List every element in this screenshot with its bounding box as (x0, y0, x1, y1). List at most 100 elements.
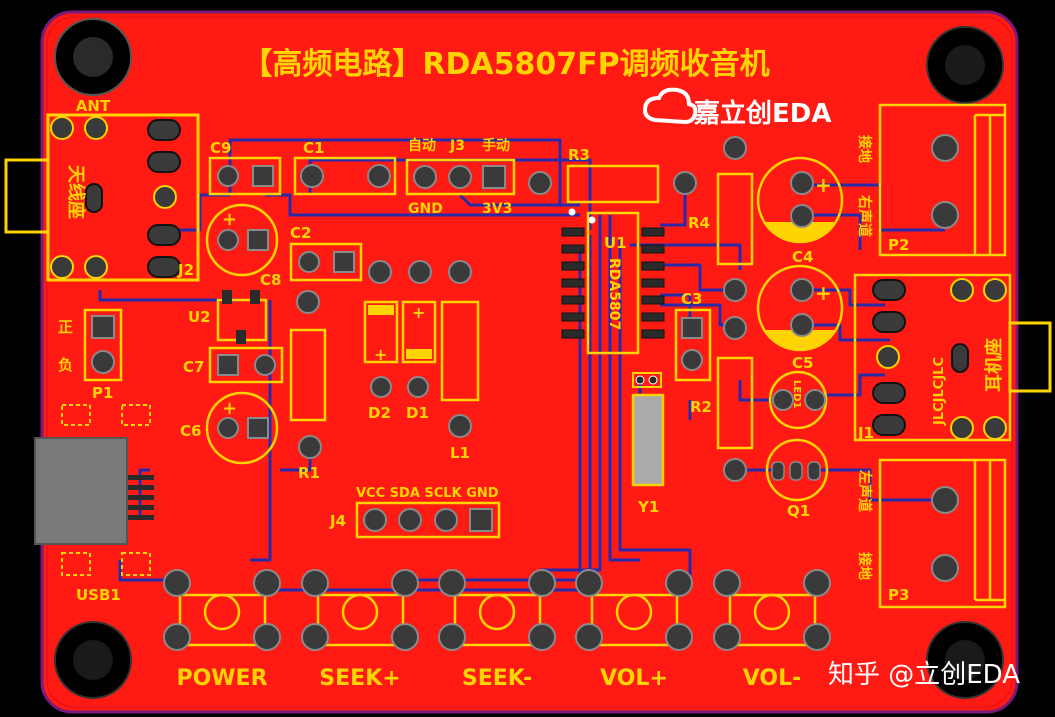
c6-label: C6 (180, 422, 201, 440)
r3-label: R3 (568, 146, 590, 164)
p2-right-label: 右声道 (856, 194, 873, 237)
r4-resistor: R4 (673, 136, 754, 266)
y1-label: Y1 (637, 498, 659, 516)
j2-label: J2 (177, 261, 194, 279)
via (723, 316, 747, 340)
vol-up-button-label: VOL+ (600, 666, 668, 691)
copper-pour (40, 10, 1019, 714)
r3-resistor: R3 (566, 146, 660, 204)
via (528, 171, 552, 195)
watermark: 知乎 @立创EDA (828, 660, 1020, 690)
p3-left-label: 左声道 (856, 469, 873, 512)
j4-pins-label: VCC SDA SCLK GND (356, 486, 499, 501)
c5-label: C5 (792, 354, 813, 372)
c5-capacitor: + C5 (756, 264, 844, 372)
c3-label: C3 (681, 290, 702, 308)
seek-up-button-label: SEEK+ (319, 666, 400, 691)
usb1-connector: USB1 (34, 404, 154, 604)
j1-label: J1 (857, 424, 874, 442)
r2-label: R2 (690, 398, 712, 416)
seek-down-button-label: SEEK- (462, 666, 532, 691)
button-vol-up[interactable]: VOL+ (575, 569, 693, 691)
svg-text:+: + (412, 303, 425, 322)
power-button-label: POWER (176, 666, 267, 691)
button-seek-down[interactable]: SEEK- (438, 569, 556, 691)
button-vol-down[interactable]: VOL- (713, 569, 831, 691)
3v3-label: 3V3 (482, 201, 512, 217)
c8-capacitor: + C8 (205, 203, 281, 289)
antenna-seat-label: 天线座 (65, 165, 87, 219)
c1-capacitor: C1 (293, 139, 397, 196)
p2-label: P2 (888, 236, 909, 254)
c8-label: C8 (260, 271, 281, 289)
c4-label: C4 (792, 248, 813, 266)
c3-capacitor: C3 (674, 290, 712, 382)
p1-connector: 正 负 P1 (58, 308, 123, 402)
eda-logo: 嘉立创EDA (642, 87, 831, 129)
manual-label: 手动 (482, 137, 510, 154)
c4-capacitor: + C4 (756, 156, 844, 266)
svg-text:+: + (222, 398, 237, 419)
j3-header: 自动 J3 手动 GND 3V3 (405, 137, 516, 217)
usb1-label: USB1 (76, 586, 121, 604)
d2-label: D2 (368, 404, 391, 422)
r2-resistor: R2 (690, 356, 754, 450)
r1-resistor: R1 (289, 328, 327, 482)
svg-text:+: + (815, 173, 832, 197)
y1-crystal: Y1 (631, 372, 665, 516)
c2-capacitor: C2 (289, 224, 363, 282)
p3-label: P3 (888, 586, 909, 604)
p3-gnd-label: 接地 (856, 552, 873, 580)
q1-transistor: Q1 (723, 438, 829, 520)
p1-label: P1 (92, 384, 113, 402)
r4-label: R4 (688, 214, 710, 232)
board-title: 【高频电路】RDA5807FP调频收音机 (242, 47, 769, 82)
j4-header: VCC SDA SCLK GND J4 (329, 486, 501, 539)
pad-row (368, 260, 472, 284)
svg-text:+: + (374, 345, 387, 364)
p3-connector: 左声道 接地 P3 (856, 458, 1007, 609)
via (723, 278, 747, 302)
earphone-label: 耳机座 (983, 338, 1005, 392)
c9-capacitor: C9 (208, 139, 282, 196)
j1-earphone-jack: JLCJLCJLC 耳机座 J1 (853, 273, 1052, 442)
u1-label: U1 (604, 234, 627, 252)
button-seek-up[interactable]: SEEK+ (301, 569, 419, 691)
c7-label: C7 (183, 358, 204, 376)
led1: LED1 (768, 370, 828, 430)
ant-label: ANT (76, 97, 111, 115)
board-inner-edge (46, 16, 1013, 708)
antenna-connector: ANT 天线座 J2 (4, 97, 200, 282)
led1-label: LED1 (791, 380, 802, 409)
gnd-label: GND (408, 201, 443, 217)
svg-text:+: + (815, 281, 832, 305)
u2-regulator: U2 (188, 290, 268, 344)
mounting-holes (54, 18, 1004, 699)
diodes: + + D2 D1 (363, 300, 437, 422)
button-power[interactable]: POWER (163, 569, 281, 691)
d1-label: D1 (406, 404, 429, 422)
vol-down-button-label: VOL- (743, 666, 802, 691)
j4-label: J4 (329, 512, 346, 530)
l1-inductor: L1 (440, 300, 480, 462)
p2-connector: 接地 右声道 P2 (856, 103, 1007, 257)
r1-label: R1 (298, 464, 320, 482)
u2-label: U2 (188, 308, 211, 326)
logo-text: 嘉立创EDA (694, 98, 831, 129)
cloud-icon (642, 87, 698, 125)
via (296, 290, 320, 314)
u1-chip: U1 RDA5807 (561, 208, 665, 355)
svg-text:+: + (222, 209, 237, 230)
rda5807-label: RDA5807 (606, 258, 622, 330)
c9-label: C9 (210, 139, 231, 157)
c7-capacitor: C7 (183, 346, 284, 384)
c1-label: C1 (303, 139, 324, 157)
q1-label: Q1 (787, 502, 810, 520)
l1-label: L1 (450, 444, 470, 462)
p2-gnd-label: 接地 (856, 135, 873, 163)
pos-label: 正 (58, 318, 73, 336)
jlc-label: JLCJLCJLC (932, 357, 947, 426)
c2-label: C2 (290, 224, 311, 242)
auto-label: 自动 (408, 137, 436, 154)
